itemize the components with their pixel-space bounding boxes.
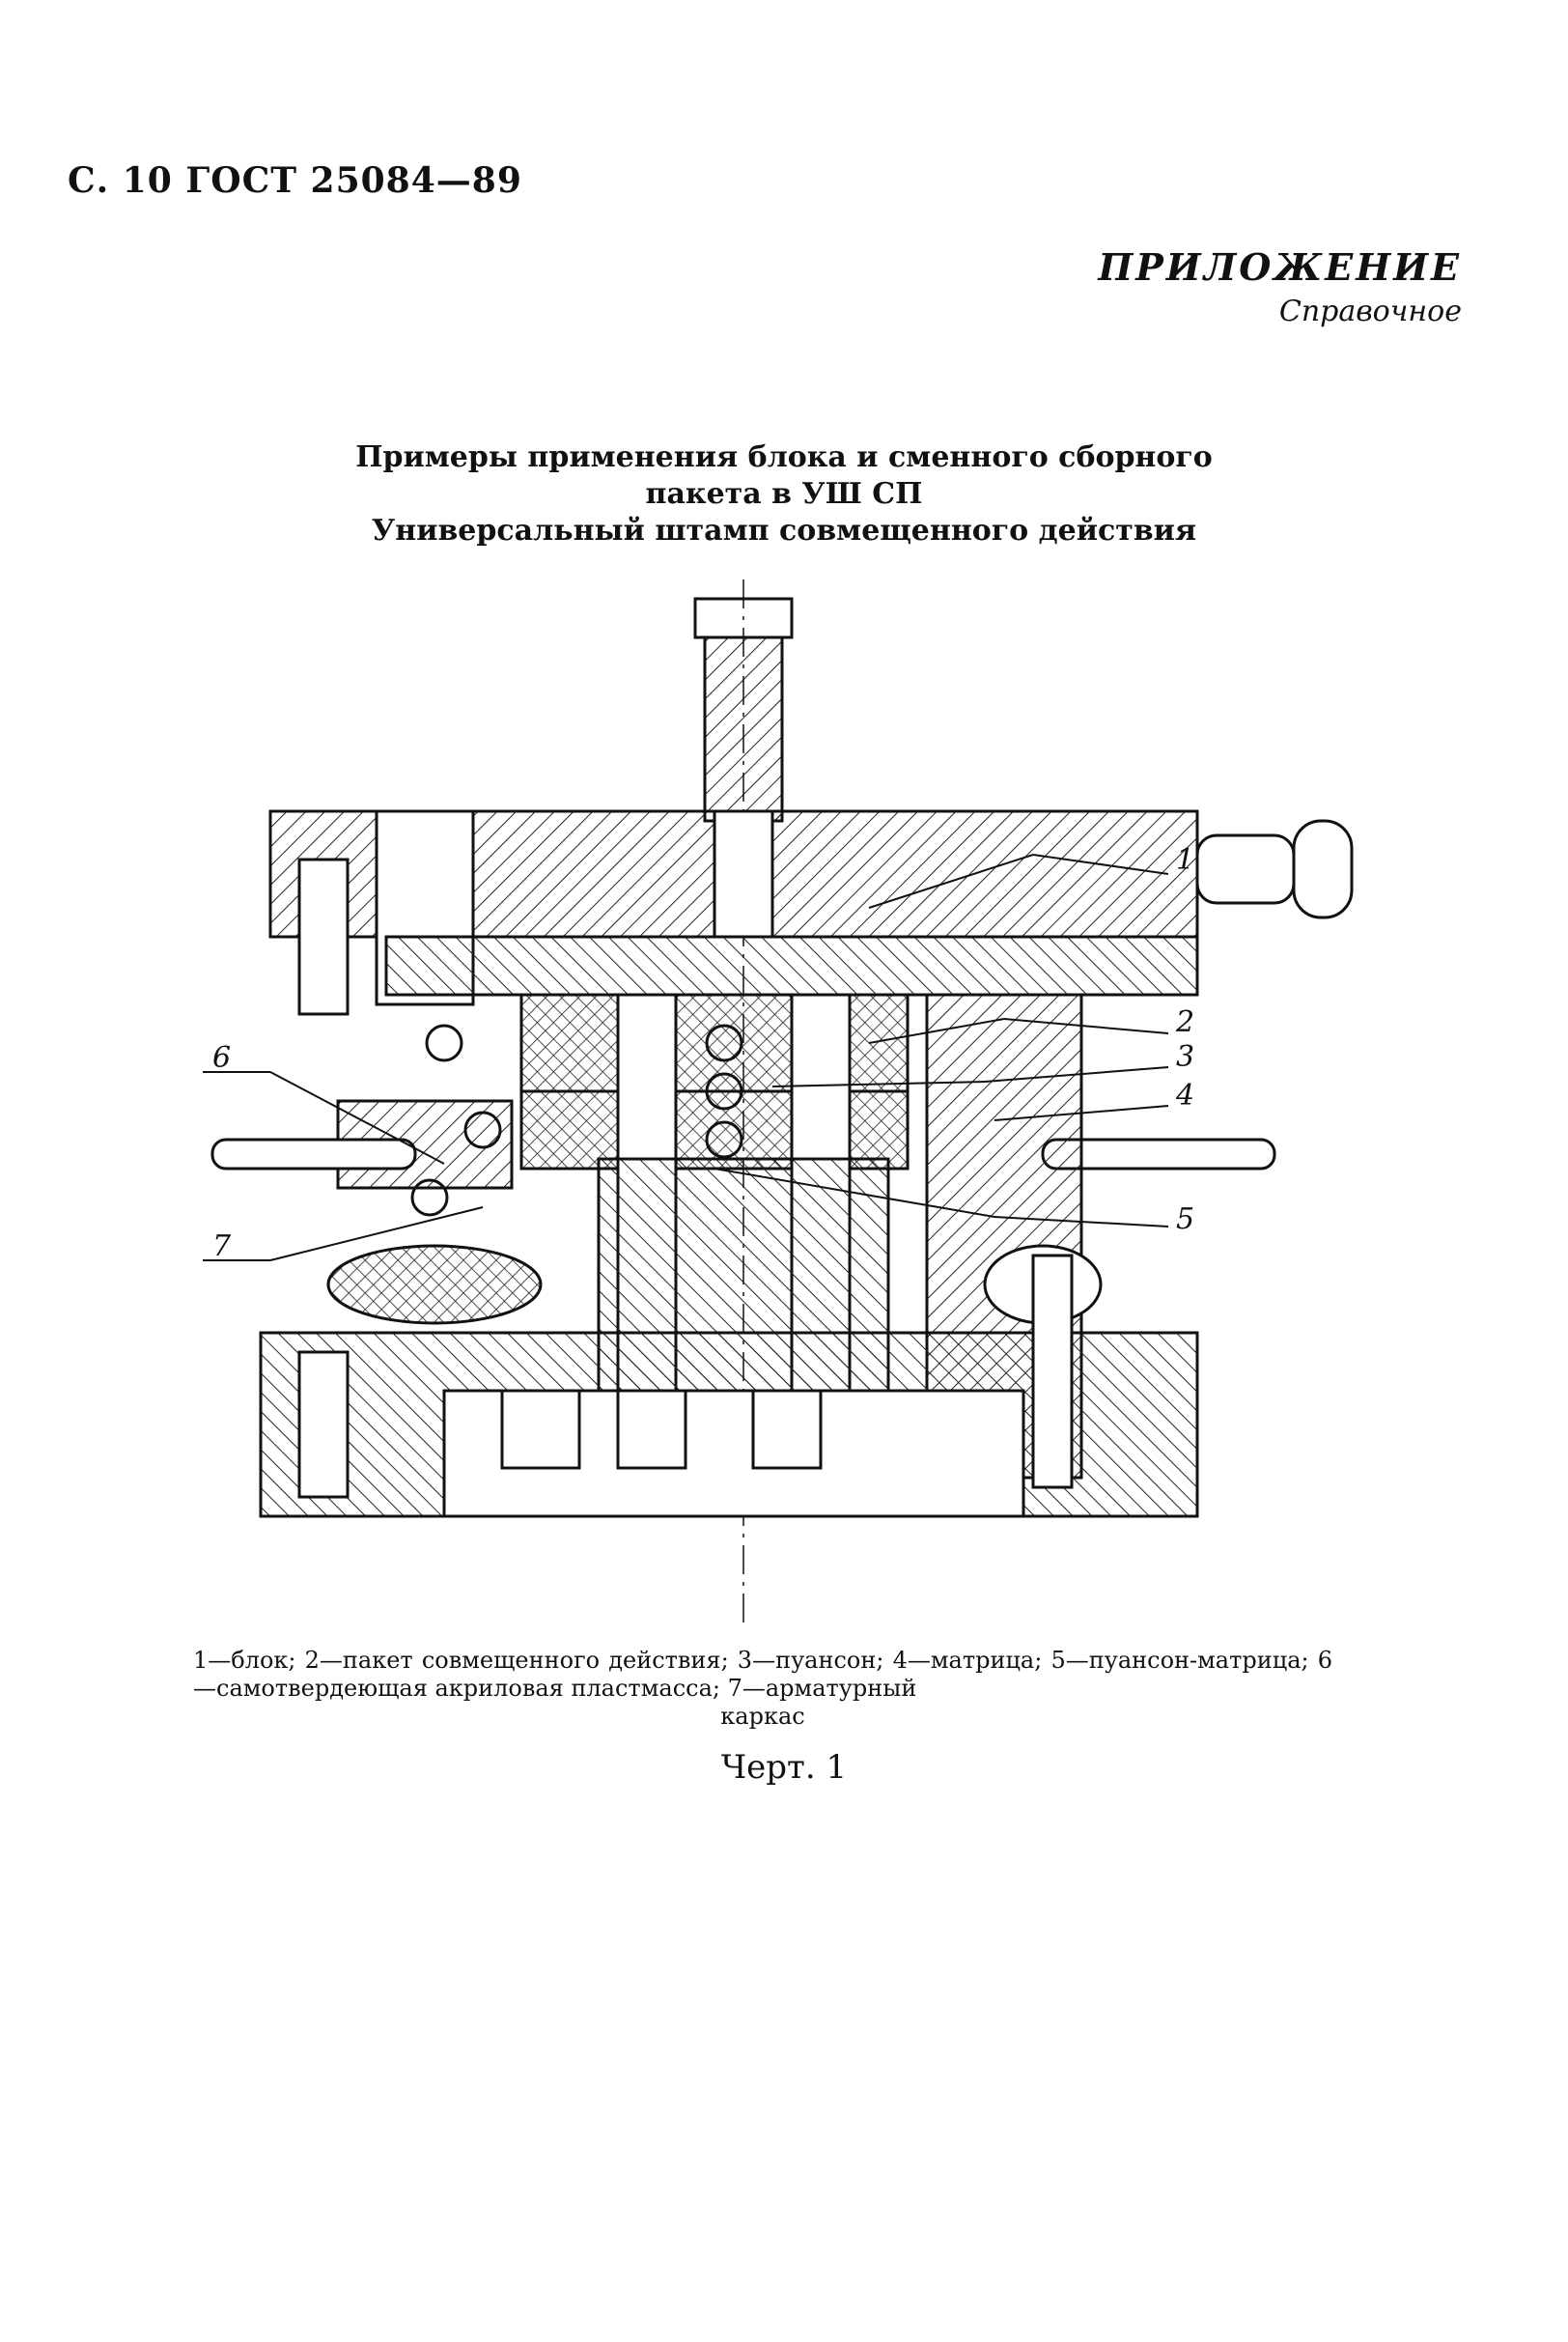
heading-line-2: пакета в УШ СП bbox=[645, 477, 923, 511]
caption-text: 1—блок; 2—пакет совмещенного действия; 3… bbox=[193, 1647, 1332, 1702]
figure-caption: 1—блок; 2—пакет совмещенного действия; 3… bbox=[193, 1647, 1332, 1731]
label-3: 3 bbox=[1176, 1040, 1194, 1074]
label-1: 1 bbox=[1176, 843, 1194, 877]
left-flange bbox=[210, 1138, 417, 1171]
caption-last-line: каркас bbox=[720, 1703, 805, 1730]
appendix-title: ПРИЛОЖЕНИЕ bbox=[1098, 245, 1462, 289]
figure-label: Черт. 1 bbox=[720, 1748, 848, 1787]
handle bbox=[1195, 833, 1296, 905]
bolt-right bbox=[1031, 1254, 1074, 1489]
heading-line-1: Примеры применения блока и сменного сбор… bbox=[355, 440, 1213, 474]
bolt-left-bottom bbox=[297, 1350, 350, 1499]
page-header: С. 10 ГОСТ 25084—89 bbox=[68, 160, 522, 201]
bolt-left-top bbox=[297, 858, 350, 1016]
label-7: 7 bbox=[212, 1229, 232, 1263]
die-assembly-drawing: 1 2 3 4 5 6 7 bbox=[203, 579, 1354, 1622]
elastomer-left bbox=[326, 1244, 543, 1325]
heading-line-3: Универсальный штамп совмещенного действи… bbox=[371, 514, 1197, 548]
label-4: 4 bbox=[1175, 1079, 1194, 1113]
label-6: 6 bbox=[212, 1041, 231, 1075]
upper-plate bbox=[384, 935, 1199, 997]
appendix-block: ПРИЛОЖЕНИЕ Справочное bbox=[1098, 245, 1462, 328]
label-2: 2 bbox=[1175, 1005, 1194, 1039]
figure-heading: Примеры применения блока и сменного сбор… bbox=[0, 439, 1568, 550]
appendix-subtitle: Справочное bbox=[1278, 295, 1462, 328]
label-5: 5 bbox=[1176, 1202, 1194, 1236]
